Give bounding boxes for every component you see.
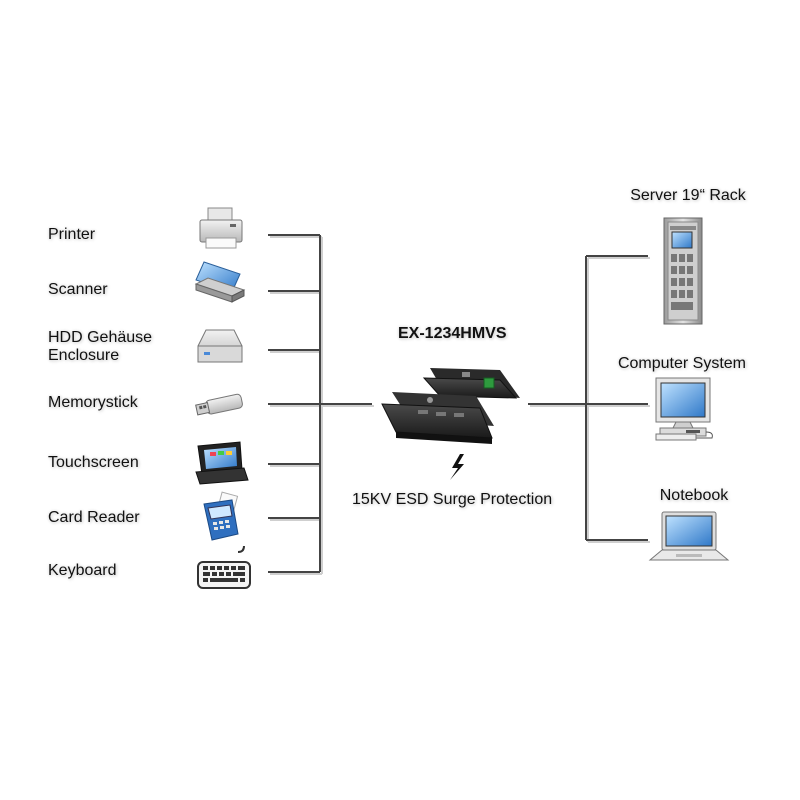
hub-protection-label: 15KV ESD Surge Protection (352, 491, 553, 508)
label-scanner: Scanner (48, 281, 108, 298)
label-notebook: Notebook (659, 487, 729, 504)
usb-hub-device-icon (381, 368, 520, 444)
label-computer-system: Computer System (617, 355, 747, 372)
label-touchscreen: Touchscreen (48, 454, 139, 471)
hub-unit-back (422, 368, 520, 399)
label-hdd-line1: HDD Gehäuse (48, 329, 153, 346)
label-server-rack: Server 19“ Rack (630, 187, 746, 204)
left-bus-lines (268, 234, 372, 573)
label-memorystick: Memorystick (48, 394, 138, 411)
label-hdd-line2: Enclosure (48, 347, 120, 364)
scanner-icon (194, 261, 246, 303)
desktop-computer-icon (655, 377, 713, 441)
hub-unit-front (381, 392, 494, 444)
server-rack-icon (663, 217, 703, 325)
card-reader-icon (203, 491, 239, 541)
label-keyboard: Keyboard (48, 562, 117, 579)
label-card-reader: Card Reader (48, 509, 140, 526)
right-bus-lines (528, 255, 648, 541)
touchscreen-terminal-icon (195, 441, 249, 485)
label-printer: Printer (48, 226, 96, 243)
hub-model-title: EX-1234HMVS (398, 325, 507, 342)
notebook-icon (648, 511, 730, 561)
lightning-bolt-icon (450, 454, 464, 480)
keyboard-icon (197, 545, 251, 589)
printer-icon (199, 207, 243, 249)
hdd-enclosure-icon (197, 329, 243, 363)
connection-lines (268, 234, 650, 575)
usb-stick-icon (195, 393, 243, 416)
